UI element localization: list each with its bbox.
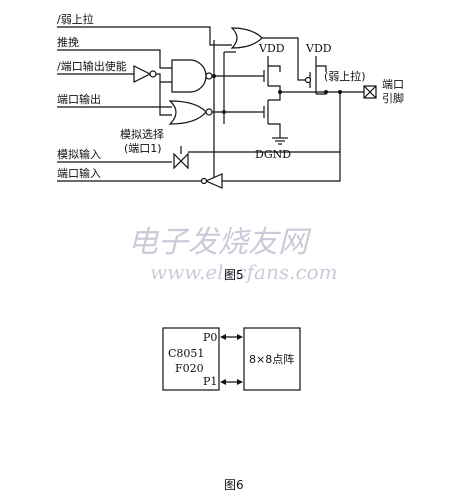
port-cell-schematic: /弱上拉 推挽 /端口输出使能 端口输出 模拟输入 端口输入 xyxy=(57,12,404,282)
mcu-block xyxy=(162,327,220,391)
wire-weak-pullup xyxy=(57,26,232,46)
watermark-url: www.elecfans.com xyxy=(150,260,338,284)
label-port-output-enable: /端口输出使能 xyxy=(57,59,127,73)
nor-bubble xyxy=(205,108,213,116)
vdd-left-label: VDD xyxy=(258,42,285,55)
wire-enable-to-nor xyxy=(159,82,172,116)
or-gate xyxy=(230,27,263,49)
port-pin-cross xyxy=(363,85,377,99)
port-p1-label: P1 xyxy=(203,375,217,388)
junction-dot xyxy=(324,90,328,94)
label-weak-pullup: /弱上拉 xyxy=(57,12,94,26)
vdd-right-label: VDD xyxy=(305,42,332,55)
weak-pullup-fet-label: (弱上拉) xyxy=(324,69,366,83)
led-matrix-block xyxy=(243,327,301,391)
mcu-matrix-diagram: C8051 F020 P0 P1 8×8点阵 图6 xyxy=(162,327,301,492)
input-buffer xyxy=(204,173,223,189)
wire-push-pull xyxy=(57,49,172,69)
figure-5-caption: 图5 xyxy=(224,268,244,282)
p0-arrow-left xyxy=(220,334,226,340)
input-buffer-bubble xyxy=(200,177,208,185)
nmos-source xyxy=(268,123,281,138)
label-port-output: 端口输出 xyxy=(57,92,101,106)
nmos-drain xyxy=(268,92,281,101)
junction-dot xyxy=(222,110,226,114)
matrix-label: 8×8点阵 xyxy=(249,352,294,366)
p1-arrow-right xyxy=(237,379,243,385)
label-analog-input: 模拟输入 xyxy=(57,147,101,161)
junction-dot xyxy=(212,74,216,78)
port-p0-label: P0 xyxy=(203,331,217,344)
nand-bubble xyxy=(205,72,213,80)
junction-dot xyxy=(278,90,282,94)
mcu-label-line1: C8051 xyxy=(168,347,204,360)
pin-label-line1: 端口 xyxy=(382,78,404,91)
pmos-source xyxy=(267,56,281,72)
mcu-label-line2: F020 xyxy=(175,362,204,375)
pmos-drain xyxy=(268,85,281,92)
label-port-input: 端口输入 xyxy=(57,166,101,180)
pin-label-line2: 引脚 xyxy=(382,91,404,105)
analog-switch xyxy=(173,152,189,170)
weak-pmos-source xyxy=(315,56,327,72)
nand-gate xyxy=(171,59,207,93)
figure-6-caption: 图6 xyxy=(224,478,244,492)
wire-pin-return xyxy=(222,92,341,182)
nor-gate xyxy=(168,100,207,125)
analog-select-line2: (端口1) xyxy=(124,142,162,155)
analog-select-line1: 模拟选择 xyxy=(120,127,164,141)
label-push-pull: 推挽 xyxy=(57,35,79,49)
dgnd-label: DGND xyxy=(255,148,291,161)
p0-arrow-right xyxy=(237,334,243,340)
inverter-symbol xyxy=(133,65,152,83)
wire-or-out xyxy=(262,37,306,81)
wire-inverter-out xyxy=(156,73,172,83)
p1-arrow-left xyxy=(220,379,226,385)
weak-pmos-bubble xyxy=(304,76,312,84)
watermark-chinese: 电子发烧友网 xyxy=(128,225,312,260)
inverter-bubble xyxy=(149,70,157,78)
